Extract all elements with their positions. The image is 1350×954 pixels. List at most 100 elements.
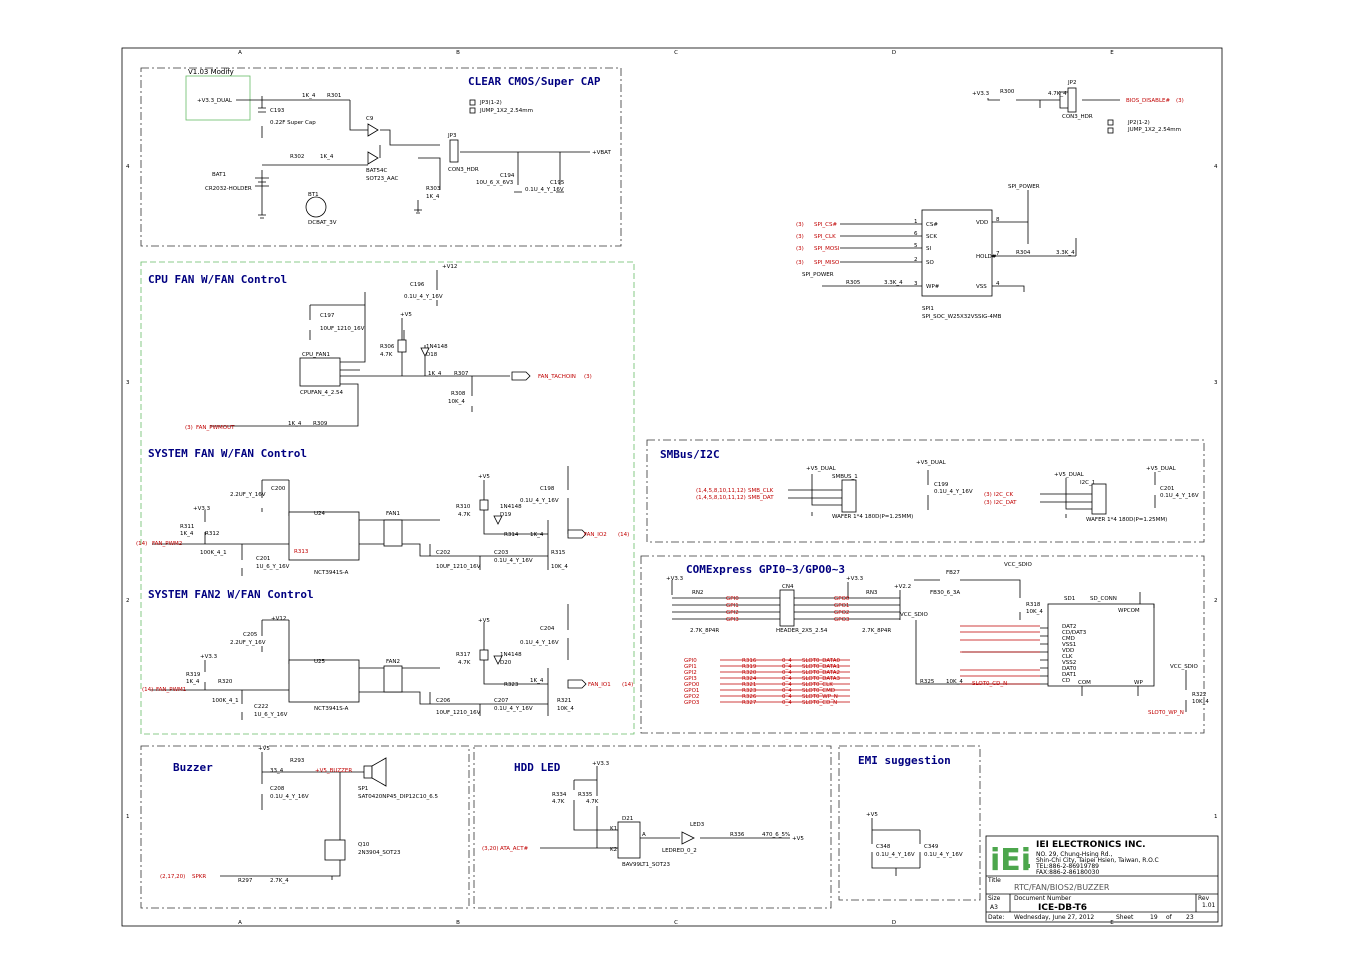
hdd-led-title: HDD LED (514, 761, 561, 774)
smb-lbl-17: +V5_DUAL (1146, 466, 1177, 472)
gpio-lbl-5: GPI2 (726, 610, 739, 616)
buz-lbl-12: R297 (238, 878, 253, 884)
spi-pin-number: 5 (914, 243, 918, 249)
docnum-label: Document Number (1014, 895, 1072, 902)
sys2-lbl-17: 4.7K (458, 660, 471, 666)
hdd-lbl-0: +V3.3 (592, 761, 610, 767)
gpio-row-signal: GPI3 (684, 676, 697, 682)
gpio-lbl-17: FB27 (946, 570, 960, 576)
system-fan2-title: SYSTEM FAN2 W/FAN Control (148, 588, 314, 601)
gpio-row-resistor: R324 (742, 676, 757, 682)
hdd-lbl-12: LED3 (690, 822, 705, 828)
bios-lbl-4: CON3_HDR (1062, 114, 1093, 120)
company-tel: TEL:886-2-86919789 (1035, 863, 1099, 870)
spi-pin-number: 7 (996, 251, 1000, 257)
cmos-lbl-7: SOT23_AAC (366, 176, 399, 182)
gpio-row-net: SLOT0_DATA2 (802, 670, 840, 676)
sys-lbl-15: FAN_PWM2 (152, 541, 182, 547)
company-address1: NO. 29, Chung-Hsing Rd., (1036, 851, 1113, 858)
clear-cmos-title: CLEAR CMOS/Super CAP (468, 75, 601, 88)
gpio-lbl-8: HEADER_2X5_2.54 (776, 628, 828, 634)
sys-lbl-8: 1K_4 (180, 531, 194, 537)
bios-section: +V3.3 R300 4.7K_4 JP2 CON3_HDR BIOS_DISA… (972, 80, 1184, 134)
cmos-lbl-2: 0.22F Super Cap (270, 120, 316, 126)
spi-pin-name: SCK (926, 234, 937, 240)
cmos-lbl-0: +V3.3_DUAL (197, 98, 233, 104)
emi-lbl-1: C348 (876, 844, 891, 850)
date-value: Wednesday, June 27, 2012 (1014, 914, 1094, 921)
modify-note-box (185, 75, 251, 121)
cmos-lbl-1: C193 (270, 108, 285, 114)
sd-pin-label: DAT0 (1062, 666, 1077, 672)
cpu-lbl-4: 10UF_1210_16V (320, 326, 365, 332)
gpio-lbl-13: +V3.3 (846, 576, 864, 582)
title-block: iEi IEI ELECTRONICS INC. NO. 29, Chung-H… (985, 835, 1219, 923)
sd-pin-label: CMD (1062, 636, 1075, 642)
sd-pin-label: VSS1 (1062, 642, 1076, 648)
spi-pin-number: 2 (914, 257, 918, 263)
gpio-lbl-11: GPO2 (834, 610, 849, 616)
cmos-lbl-4: R301 (327, 93, 341, 99)
row-marker-right: 3 (1214, 380, 1218, 386)
sys2-lbl-23: 10UF_1210_16V (436, 710, 481, 716)
smb-lbl-13: I2C_CK (994, 492, 1014, 498)
cpu-lbl-3: C197 (320, 313, 335, 319)
smb-lbl-5: SMB_DAT (748, 495, 774, 501)
sys2-lbl-25: 0.1U_4_Y_16V (494, 706, 533, 712)
spi-pin-name: SO (926, 260, 934, 266)
gpio-lbl-22: SD1 (1064, 596, 1075, 602)
modify-note: V1.03 Modify (188, 68, 234, 76)
spi-lbl-5: (3) (796, 246, 804, 252)
sys2-lbl-7: R319 (186, 672, 201, 678)
sys2-lbl-15: +V5 (478, 618, 490, 624)
gpio-lbl-19: VCC_SDIO (1004, 562, 1033, 568)
cmos-lbl-5: C9 (366, 116, 374, 122)
smb-lbl-10: +V5_DUAL (1054, 472, 1085, 478)
smb-lbl-15: I2C_DAT (994, 500, 1017, 506)
cmos-lbl-6: BAT54C (366, 168, 387, 174)
row-marker-left: 2 (126, 598, 130, 604)
gpio-row-resistor: R316 (742, 658, 757, 664)
gpio-lbl-14: RN3 (866, 590, 878, 596)
sys2-lbl-30: FAN_IO1 (588, 682, 611, 688)
sys-lbl-1: C200 (271, 486, 286, 492)
row-marker-right: 2 (1214, 598, 1218, 604)
gpio-row-resistor: R321 (742, 682, 756, 688)
gpio-row-value: 0_4 (782, 664, 792, 670)
col-marker-bottom: A (238, 920, 242, 926)
emi-lbl-3: C349 (924, 844, 939, 850)
hdd-lbl-6: K1 (610, 826, 617, 832)
sys-lbl-22: 0.1U_4_Y_16V (520, 498, 559, 504)
gpio-row-resistor: R327 (742, 700, 757, 706)
gpio-row-value: 0_4 (782, 688, 792, 694)
cpu-lbl-6: R306 (380, 344, 395, 350)
revision: 1.01 (1202, 902, 1216, 909)
spi-lbl-1: (3) (796, 222, 804, 228)
cpu-lbl-7: 4.7K (380, 352, 393, 358)
sys2-lbl-11: C222 (254, 704, 268, 710)
cpu-lbl-16: R308 (451, 391, 466, 397)
sys-lbl-16: +V5 (478, 474, 490, 480)
company-name: IEI ELECTRONICS INC. (1036, 840, 1146, 850)
spi-lbl-9: SPI_POWER (802, 272, 834, 278)
gpio-row-resistor: R323 (742, 688, 757, 694)
cmos-lbl-13: C194 (500, 173, 515, 179)
spi-lbl-4: SPI_CLK (814, 234, 836, 240)
gpio-row-resistor: R326 (742, 694, 757, 700)
smb-lbl-1: SMBUS_1 (832, 474, 858, 480)
buzzer-title: Buzzer (173, 761, 213, 774)
emi-lbl-4: 0.1U_4_Y_16V (924, 852, 963, 858)
cpu-lbl-10: CPU_FAN1 (302, 352, 330, 358)
sys-lbl-30: 10K_4 (551, 564, 568, 570)
smb-lbl-3: SMB_CLK (748, 488, 774, 494)
system-fan-section: SYSTEM FAN W/FAN Control C200 2.2UF_Y_16… (136, 447, 629, 576)
cmos-lbl-3: 1K_4 (302, 93, 316, 99)
col-marker-bottom: C (674, 920, 678, 926)
buz-lbl-5: 0.1U_4_Y_16V (270, 794, 309, 800)
smb-lbl-11: I2C_1 (1080, 480, 1095, 486)
gpio-lbl-24: VCC_SDIO (1170, 664, 1199, 670)
cpu-lbl-8: 1N4148 (426, 344, 448, 350)
sd-pin-label: WP (1134, 680, 1143, 686)
